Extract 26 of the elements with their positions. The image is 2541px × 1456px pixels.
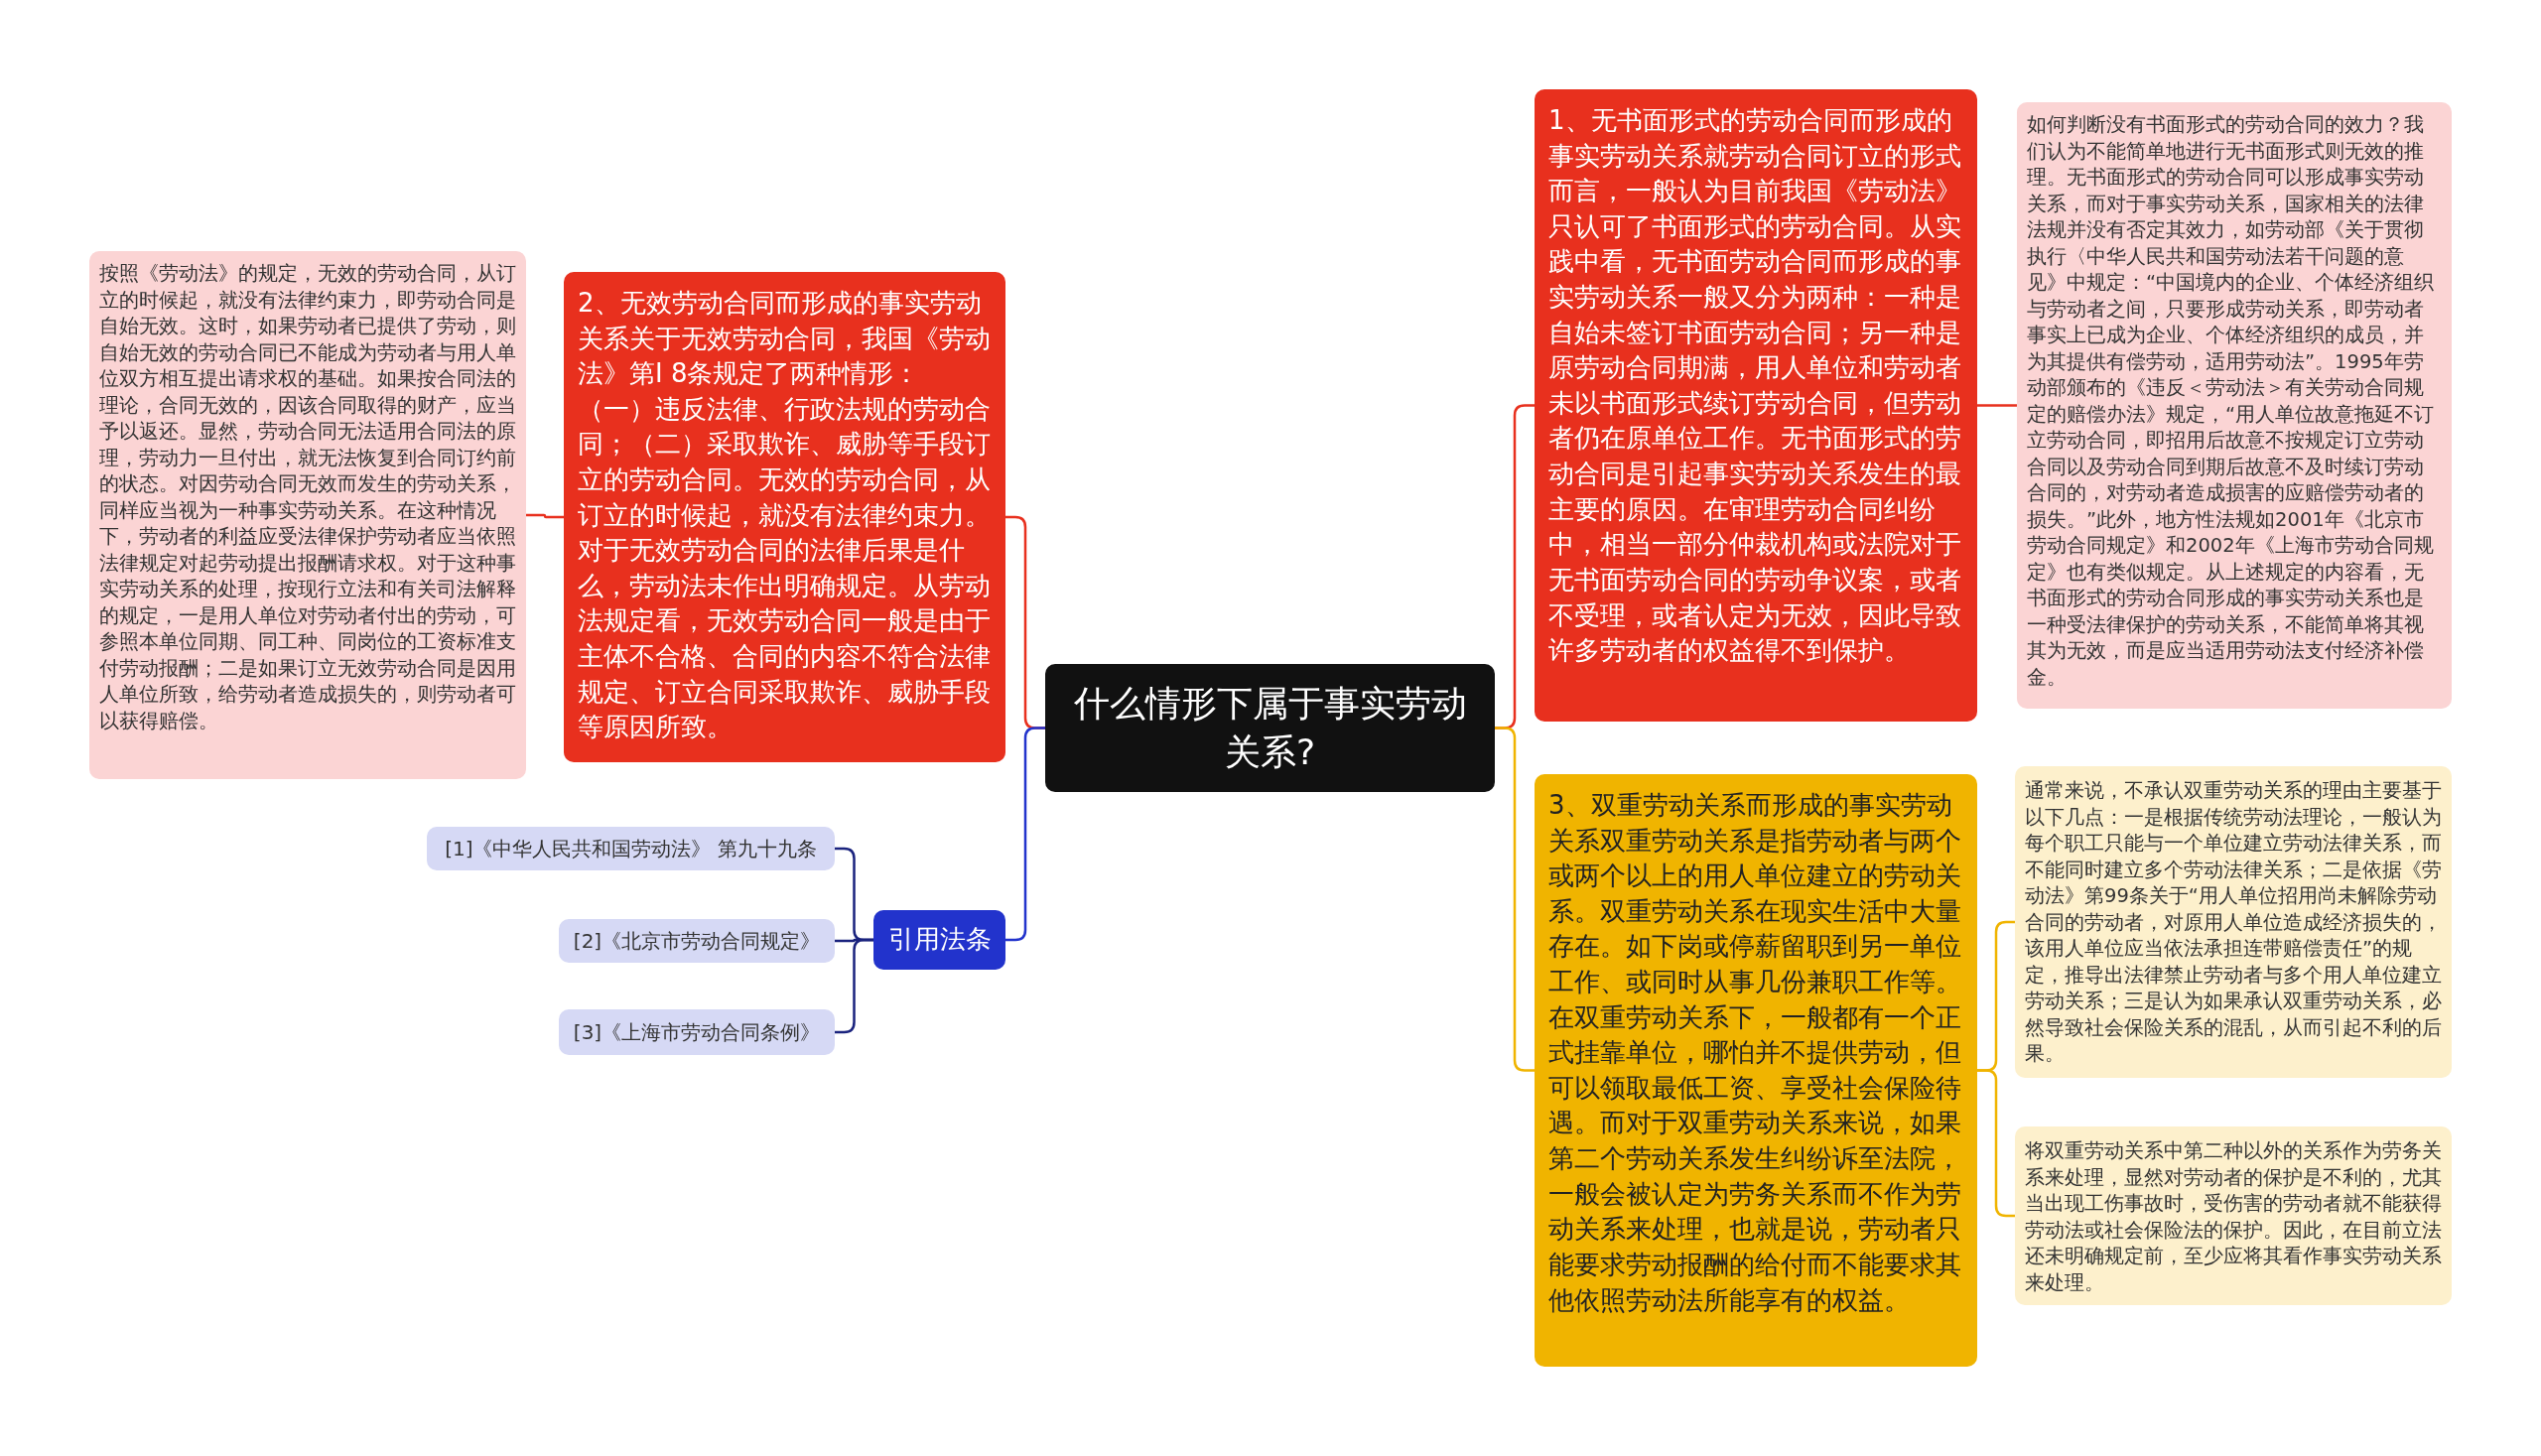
connector-line: [835, 938, 873, 1034]
note-text: 将双重劳动关系中第二种以外的关系作为劳务关系来处理，显然对劳动者的保护是不利的，尤其当出现工伤事故时，受伤害的劳动者就不能获得劳动法或社会保险法的保护。因此，在目前立法还未明确规定前，至少应将其看作事实劳动关系来处理。: [2025, 1138, 2442, 1296]
note-text: 1、无书面形式的劳动合同而形成的事实劳动关系就劳动合同订立的形式而言，一般认为目前我国《劳动法》只认可了书面形式的劳动合同。从实践中看，无书面劳动合同而形成的事实劳动关系一般又分为两种：一种是自始未签订书面劳动合同；另一种是原劳动合同期满，用人单位和劳动者未以书面形式续订劳动合同，但劳动者仍在原单位工作。无书面形式的劳动合同是引起事实劳动关系发生的最主要的原因。在审理劳动合同纠纷中，相当一部分仲裁机构或法院对于无书面劳动合同的劳动争议案，或者不受理，或者认定为无效，因此导致许多劳动者的权益得不到保护。: [1548, 104, 1962, 668]
note-text: 按照《劳动法》的规定，无效的劳动合同，从订立的时候起，就没有法律约束力，即劳动合同是自始无效。这时，如果劳动者已提供了劳动，则自始无效的劳动合同已不能成为劳动者与用人单位双方相互提出请求权的基础。如果按合同法的理论，合同无效的，因该合同取得的财产，应当予以返还。显然，劳动合同无法适用合同法的原理，劳动力一旦付出，就无法恢复到合同订约前的状态。对因劳动合同无效而发生的劳动关系，同样应当视为一种事实劳动关系。在这种情况下，劳动者的利益应受法律保护劳动者应当依照法律规定对起劳动提出报酬请求权。对于这种事实劳动关系的处理，按现行立法和有关司法解释的规定，一是用人单位对劳动者付出的劳动，可参照本单位同期、同工种、同岗位的工资标准支付劳动报酬；二是如果订立无效劳动合同是因用人单位所致，给劳动者造成损失的，则劳动者可以获得赔偿。: [99, 261, 516, 734]
citation-text: [2]《北京市劳动合同规定》: [573, 929, 821, 953]
citation-box: [559, 1009, 835, 1055]
note-text: 3、双重劳动关系而形成的事实劳动关系双重劳动关系是指劳动者与两个或两个以上的用人单位建立的劳动关系。双重劳动关系在现实生活中大量存在。如下岗或停薪留职到另一单位工作、或同时从事几份兼职工作等。在双重劳动关系下，一般都有一个正式挂靠单位，哪怕并不提供劳动，但可以领取最低工资、享受社会保险待遇。而对于双重劳动关系来说，如果第二个劳动关系发生纠纷诉至法院，一般会被认定为劳务关系而不作为劳动关系来处理，也就是说，劳动者只能要求劳动报酬的给付而不能要求其他依照劳动法所能享有的权益。: [1548, 789, 1962, 1317]
citation-box: [427, 827, 835, 870]
topic-text: 引用法条: [887, 924, 992, 956]
connector-line: [1495, 727, 1535, 1072]
connector-line: [1977, 404, 2017, 407]
subtopic-box: [1535, 89, 1977, 722]
topic-box: [1045, 664, 1495, 792]
connector-line: [1005, 727, 1045, 942]
note-text: 2、无效劳动合同而形成的事实劳动关系关于无效劳动合同，我国《劳动法》第I 8条规定了两种情形：（一）违反法律、行政法规的劳动合同；（二）采取欺诈、威胁等手段订立的劳动合同。无效的劳动合同，从订立的时候起，就没有法律约束力。对于无效劳动合同的法律后果是什么，劳动法未作出明确规定。从劳动法规定看，无效劳动合同一般是由于主体不合格、合同的内容不符合法律规定、订立合同采取欺诈、威胁手段等原因所致。: [578, 287, 992, 744]
note-box: [2015, 1126, 2452, 1305]
topic-text: 什么情形下属于事实劳动关系?: [1072, 681, 1468, 774]
citation-box: [559, 919, 835, 963]
note-text: 如何判断没有书面形式的劳动合同的效力？我们认为不能简单地进行无书面形式则无效的推理。无书面形式的劳动合同可以形成事实劳动关系，而对于事实劳动关系，国家相关的法律法规并没有否定其效力，如劳动部《关于贯彻执行〈中华人民共和国劳动法若干问题的意见》中规定：“中国境内的企业、个体经济组织与劳动者之间，只要形成劳动关系，即劳动者事实上已成为企业、个体经济组织的成员，并为其提供有偿劳动，适用劳动法”。1995年劳动部颁布的《违反＜劳动法＞有关劳动合同规定的赔偿办法》规定，“用人单位故意拖延不订立劳动合同，即招用后故意不按规定订立劳动合同以及劳动合同到期后故意不及时续订劳动合同的，对劳动者造成损害的应赔偿劳动者的损失。”此外，地方性法规如2001年《北京市劳动合同规定》和2002年《上海市劳动合同规定》也有类似规定。从上述规定的内容看，无书面形式的劳动合同形成的事实劳动关系也是一种受法律保护的劳动关系，不能简单将其视其为无效，而是应当适用劳动法支付经济补偿金。: [2027, 112, 2436, 691]
subtopic-box: [1535, 774, 1977, 1367]
topic-box: [873, 910, 1005, 970]
note-text: 通常来说，不承认双重劳动关系的理由主要基于以下几点：一是根据传统劳动法理论，一般认为每个职工只能与一个单位建立劳动法律关系，而不能同时建立多个劳动法律关系；二是依据《劳动法》第99条关于“用人单位招用尚未解除劳动合同的劳动者，对原用人单位造成经济损失的，该用人单位应当依法承担连带赔偿责任”的规定，推导出法律禁止劳动者与多个用人单位建立劳动关系；三是认为如果承认双重劳动关系，必然导致社会保险关系的混乱，从而引起不利的后果。: [2025, 778, 2442, 1068]
citation-text: [3]《上海市劳动合同条例》: [573, 1020, 821, 1044]
citation-text: [1]《中华人民共和国劳动法》 第九十九条: [445, 837, 817, 860]
connector-line: [1977, 1069, 2015, 1218]
connector-line: [526, 513, 564, 519]
